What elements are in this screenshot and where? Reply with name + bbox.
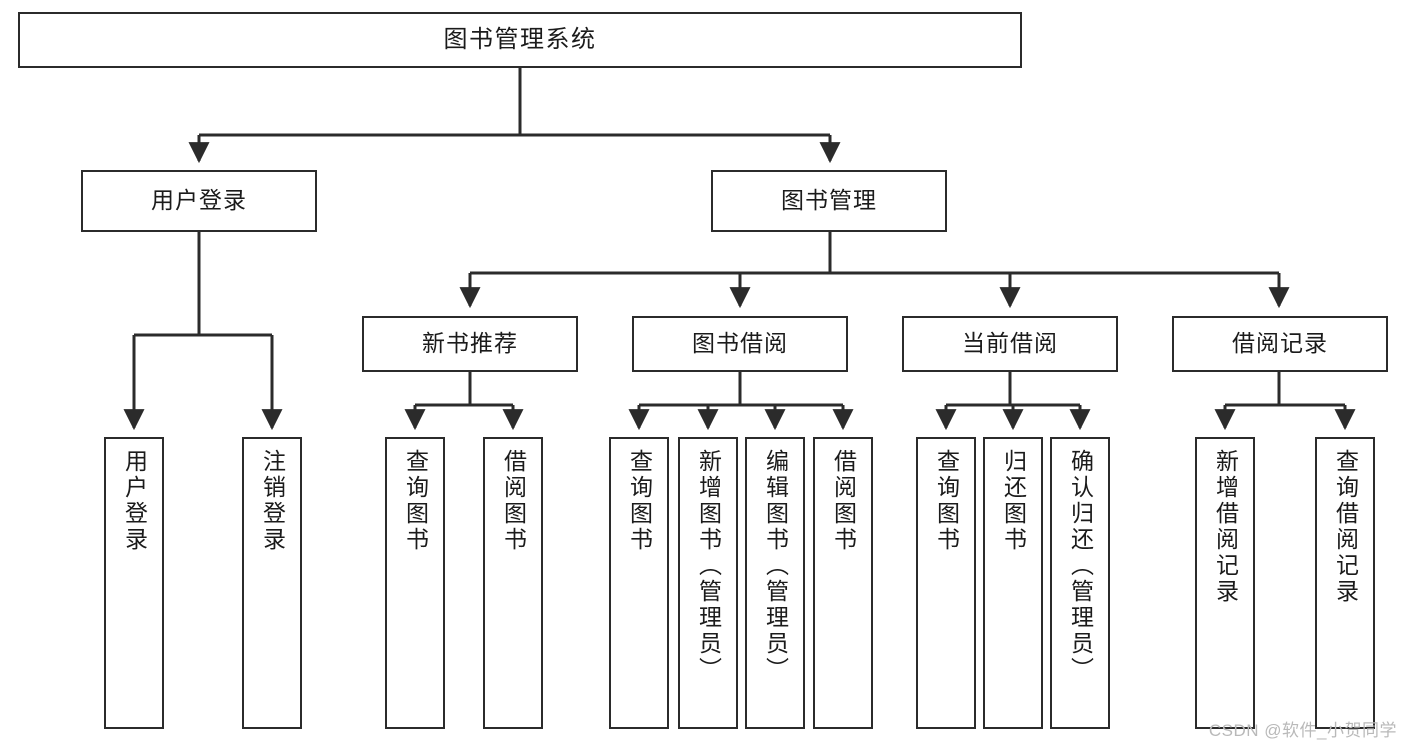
node-current-borrow[interactable]: 当前借阅 bbox=[902, 316, 1118, 372]
node-borrow-record[interactable]: 借阅记录 bbox=[1172, 316, 1388, 372]
node-label: 图书管理 bbox=[781, 187, 877, 214]
node-label: 查询借阅记录 bbox=[1332, 449, 1359, 605]
node-label: 借阅记录 bbox=[1232, 330, 1328, 357]
leaf-logout-login[interactable]: 注销登录 bbox=[242, 437, 302, 729]
node-label: 新增图书（管理员） bbox=[695, 449, 722, 683]
node-user-login[interactable]: 用户登录 bbox=[81, 170, 317, 232]
node-label: 图书管理系统 bbox=[443, 25, 597, 53]
node-label: 当前借阅 bbox=[962, 330, 1058, 357]
leaf-borrow-book-recommend[interactable]: 借阅图书 bbox=[483, 437, 543, 729]
leaf-user-login[interactable]: 用户登录 bbox=[104, 437, 164, 729]
node-label: 查询图书 bbox=[933, 449, 960, 553]
leaf-add-book-admin[interactable]: 新增图书（管理员） bbox=[678, 437, 738, 729]
node-label: 查询图书 bbox=[626, 449, 653, 553]
leaf-borrow-book-borrow[interactable]: 借阅图书 bbox=[813, 437, 873, 729]
node-label: 确认归还（管理员） bbox=[1067, 449, 1094, 683]
leaf-query-book-recommend[interactable]: 查询图书 bbox=[385, 437, 445, 729]
leaf-add-borrow-record[interactable]: 新增借阅记录 bbox=[1195, 437, 1255, 729]
node-label: 新书推荐 bbox=[422, 330, 518, 357]
node-label: 查询图书 bbox=[402, 449, 429, 553]
node-root-system[interactable]: 图书管理系统 bbox=[18, 12, 1022, 68]
node-label: 新增借阅记录 bbox=[1212, 449, 1239, 605]
node-label: 用户登录 bbox=[151, 187, 247, 214]
node-label: 借阅图书 bbox=[830, 449, 857, 553]
leaf-query-borrow-record[interactable]: 查询借阅记录 bbox=[1315, 437, 1375, 729]
node-book-borrow[interactable]: 图书借阅 bbox=[632, 316, 848, 372]
node-book-manage[interactable]: 图书管理 bbox=[711, 170, 947, 232]
node-label: 注销登录 bbox=[259, 449, 286, 553]
leaf-return-book[interactable]: 归还图书 bbox=[983, 437, 1043, 729]
leaf-edit-book-admin[interactable]: 编辑图书（管理员） bbox=[745, 437, 805, 729]
node-label: 归还图书 bbox=[1000, 449, 1027, 553]
node-label: 用户登录 bbox=[121, 449, 148, 553]
node-label: 编辑图书（管理员） bbox=[762, 449, 789, 683]
leaf-confirm-return-admin[interactable]: 确认归还（管理员） bbox=[1050, 437, 1110, 729]
node-label: 借阅图书 bbox=[500, 449, 527, 553]
leaf-query-book-current[interactable]: 查询图书 bbox=[916, 437, 976, 729]
leaf-query-book-borrow[interactable]: 查询图书 bbox=[609, 437, 669, 729]
node-label: 图书借阅 bbox=[692, 330, 788, 357]
node-new-book-recommend[interactable]: 新书推荐 bbox=[362, 316, 578, 372]
